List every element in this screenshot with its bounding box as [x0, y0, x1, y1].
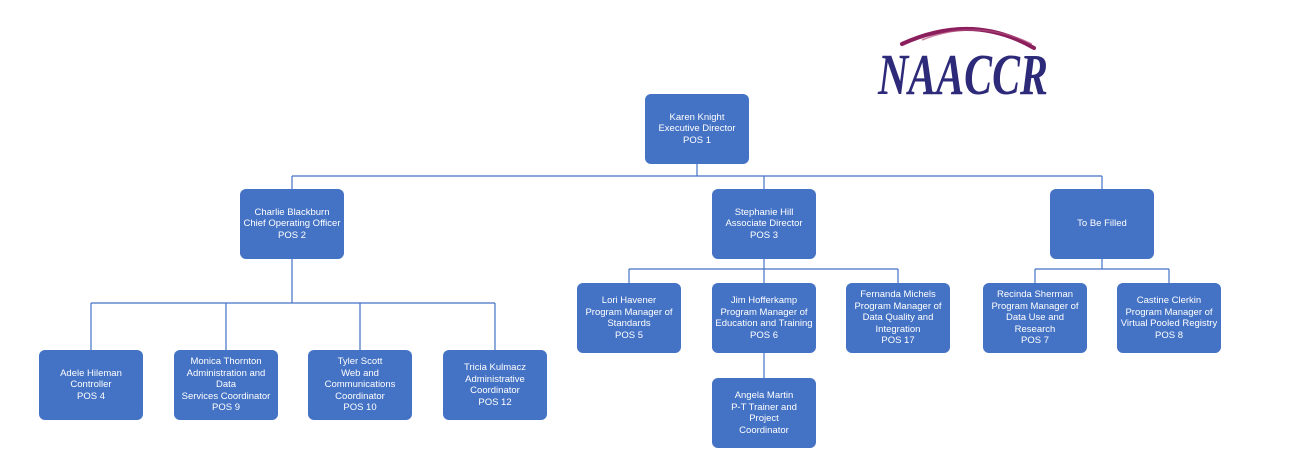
node-name: Fernanda Michels	[860, 289, 936, 301]
node-title: Controller	[70, 379, 112, 391]
node-title-line-2: Coordinator	[739, 424, 789, 436]
node-name: Monica Thornton	[190, 356, 262, 368]
node-title: Executive Director	[658, 123, 736, 135]
box-recinda-sherman: Recinda Sherman Program Manager of Data …	[983, 283, 1087, 353]
box-castine-clerkin: Castine Clerkin Program Manager of Virtu…	[1117, 283, 1221, 353]
node-pos: POS 3	[750, 229, 778, 241]
node-title-line-1: P-T Trainer and Project	[731, 401, 797, 425]
node-pos: POS 5	[615, 329, 643, 341]
node-title-line-1: Program Manager of	[991, 300, 1079, 312]
node-pos: POS 8	[1155, 329, 1183, 341]
box-monica-thornton: Monica Thornton Administration and Data …	[174, 350, 278, 420]
node-pos: POS 1	[683, 134, 711, 146]
box-stephanie-hill: Stephanie Hill Associate Director POS 3	[712, 189, 816, 259]
node-title-line-1: Program Manager of	[854, 300, 942, 312]
node-pos: POS 9	[212, 402, 240, 414]
node-title-line-1: Administration and Data	[186, 367, 266, 391]
node-title-line-2: Virtual Pooled Registry	[1120, 318, 1218, 329]
node-title-line-2: Communications	[324, 379, 396, 391]
node-title-line-1: Web and	[341, 367, 379, 379]
box-lori-havener: Lori Havener Program Manager of Standard…	[577, 283, 681, 353]
node-title-line-2: Coordinator	[470, 385, 520, 396]
node-name: Stephanie Hill	[734, 206, 794, 218]
node-pos: POS 4	[77, 390, 105, 402]
node-name: To Be Filled	[1077, 218, 1127, 230]
node-title-line-3: Coordinator	[335, 390, 385, 402]
box-angela-martin: Angela Martin P-T Trainer and Project Co…	[712, 378, 816, 448]
node-name: Castine Clerkin	[1136, 295, 1202, 306]
node-name: Recinda Sherman	[996, 289, 1074, 301]
node-name: Charlie Blackburn	[254, 206, 330, 218]
node-title-line-3: Integration	[875, 323, 921, 335]
box-adele-hileman: Adele Hileman Controller POS 4	[39, 350, 143, 420]
box-tricia-kulmacz: Tricia Kulmacz Administrative Coordinato…	[443, 350, 547, 420]
box-to-be-filled: To Be Filled	[1050, 189, 1154, 259]
node-name: Adele Hileman	[60, 367, 122, 379]
node-name: Tyler Scott	[337, 356, 383, 368]
node-pos: POS 17	[881, 335, 915, 347]
naaccr-logo: NAACCR	[862, 18, 1062, 108]
box-tyler-scott: Tyler Scott Web and Communications Coord…	[308, 350, 412, 420]
node-pos: POS 12	[478, 396, 512, 408]
node-name: Lori Havener	[601, 295, 657, 306]
node-name: Jim Hofferkamp	[730, 295, 798, 306]
node-pos: POS 6	[750, 329, 778, 341]
node-pos: POS 2	[278, 229, 306, 241]
box-charlie-blackburn: Charlie Blackburn Chief Operating Office…	[240, 189, 344, 259]
node-title-line-2: Data Quality and	[862, 312, 934, 324]
node-title-line-2: Services Coordinator	[181, 390, 271, 402]
node-title-line-1: Program Manager of	[1125, 306, 1213, 318]
node-name: Tricia Kulmacz	[464, 362, 526, 373]
node-pos: POS 7	[1021, 335, 1049, 347]
node-name: Angela Martin	[734, 390, 794, 401]
node-title-line-1: Program Manager of	[720, 306, 808, 318]
node-title: Chief Operating Officer	[243, 218, 341, 230]
node-title-line-1: Program Manager of	[585, 306, 673, 318]
node-title-line-2: Standards	[607, 318, 651, 329]
node-name: Karen Knight	[669, 111, 725, 123]
node-pos: POS 10	[343, 402, 377, 414]
node-title-line-2: Education and Training	[715, 318, 813, 329]
node-title-line-2: Data Use and Research	[1005, 312, 1065, 335]
node-title: Associate Director	[725, 218, 803, 230]
node-title-line-1: Administrative	[465, 373, 525, 385]
box-fernanda-michels: Fernanda Michels Program Manager of Data…	[846, 283, 950, 353]
logo-text: NAACCR	[877, 42, 1048, 107]
box-karen-knight: Karen Knight Executive Director POS 1	[645, 94, 749, 164]
box-jim-hofferkamp: Jim Hofferkamp Program Manager of Educat…	[712, 283, 816, 353]
